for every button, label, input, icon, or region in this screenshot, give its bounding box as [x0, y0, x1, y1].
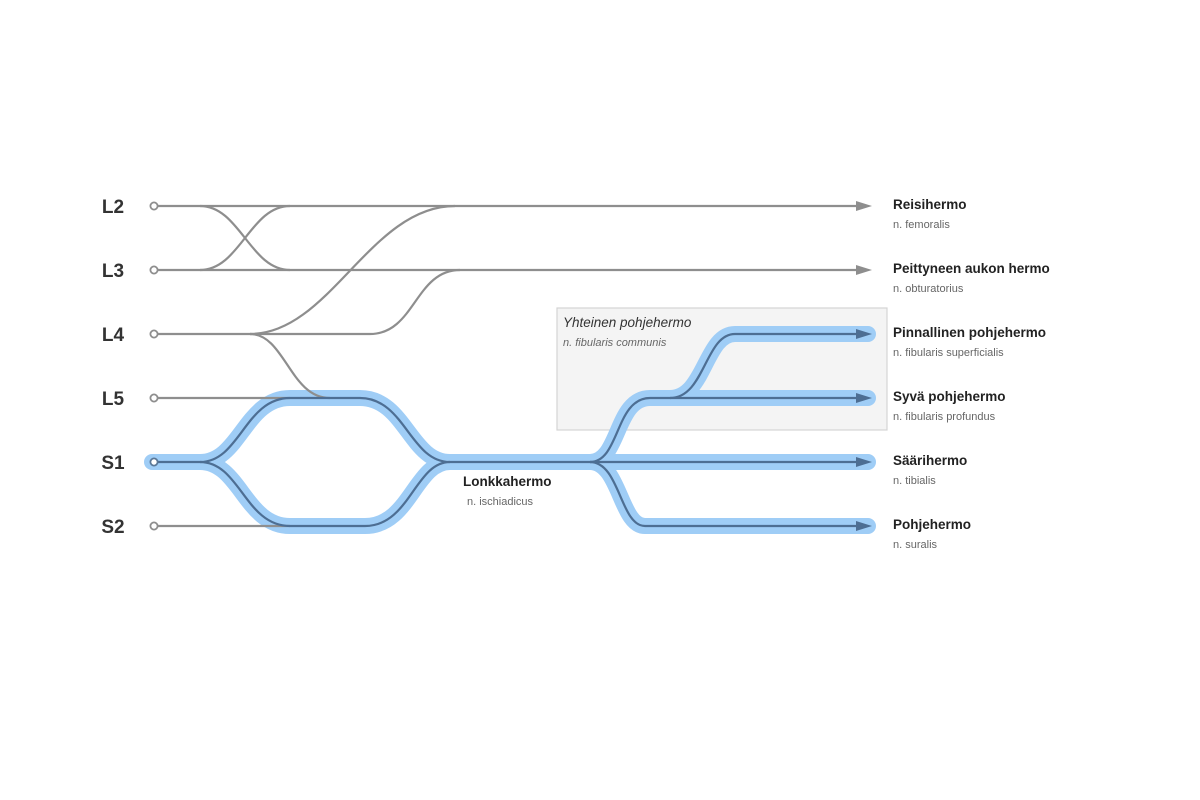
- arrow-tibial: [856, 457, 872, 467]
- root-label-l5: L5: [102, 389, 125, 410]
- nerve-name-sural: Pohjehermo: [893, 517, 971, 532]
- arrow-sural: [856, 521, 872, 531]
- root-labels: L2 L3 L4 L5 S1 S2: [101, 197, 125, 538]
- path-l4-sciatic: [249, 332, 331, 400]
- nerve-labels: Reisihermo n. femoralis Peittyneen aukon…: [893, 197, 1050, 551]
- nerve-latin-tibial: n. tibialis: [893, 475, 936, 487]
- arrowheads: [856, 201, 872, 531]
- highlight-to-sural: [582, 454, 876, 534]
- nerve-latin-sural: n. suralis: [893, 539, 938, 551]
- nerve-name-femoral: Reisihermo: [893, 197, 967, 212]
- highlighted-paths: [155, 332, 858, 528]
- path-l4-obturator: [369, 268, 461, 336]
- nerve-latin-deep-fibular: n. fibularis profundus: [893, 411, 996, 423]
- nerve-name-deep-fibular: Syvä pohjehermo: [893, 389, 1006, 404]
- sciatic-latin: n. ischiadicus: [467, 496, 534, 508]
- arrow-femoral: [856, 201, 872, 211]
- nerve-latin-superficial-fibular: n. fibularis superficialis: [893, 347, 1004, 359]
- nerve-name-tibial: Säärihermo: [893, 453, 967, 468]
- knob-l5: [149, 393, 159, 403]
- path-s1-lower: [199, 460, 451, 528]
- path-superficial-fibular: [669, 332, 858, 400]
- nerve-latin-obturator: n. obturatorius: [893, 283, 964, 295]
- arrow-obturator: [856, 265, 872, 275]
- root-label-l4: L4: [102, 325, 125, 346]
- root-label-s1: S1: [101, 453, 125, 474]
- path-common-fibular: [589, 396, 670, 464]
- knob-l2: [149, 201, 159, 211]
- sciatic-name: Lonkkahermo: [463, 474, 552, 489]
- highlight-upper-loop: [192, 390, 458, 470]
- root-label-l3: L3: [102, 261, 124, 282]
- path-sural: [589, 460, 858, 528]
- nerve-name-superficial-fibular: Pinnallinen pohjehermo: [893, 325, 1046, 340]
- knob-l4: [149, 329, 159, 339]
- gray-paths: [155, 204, 858, 528]
- arrow-superficial-fibular: [856, 329, 872, 339]
- root-label-l2: L2: [102, 197, 124, 218]
- arrow-deep-fibular: [856, 393, 872, 403]
- common-fibular-name: Yhteinen pohjehermo: [563, 315, 692, 330]
- knob-s1: [149, 457, 159, 467]
- path-s1-upper: [199, 396, 451, 464]
- common-fibular-latin: n. fibularis communis: [563, 337, 667, 349]
- path-l4-femoral: [249, 204, 456, 336]
- path-l3-femoral: [199, 204, 291, 272]
- nerve-latin-femoral: n. femoralis: [893, 219, 950, 231]
- root-knobs: [149, 201, 159, 531]
- nerve-name-obturator: Peittyneen aukon hermo: [893, 261, 1050, 276]
- root-label-s2: S2: [101, 517, 124, 538]
- knob-s2: [149, 521, 159, 531]
- knob-l3: [149, 265, 159, 275]
